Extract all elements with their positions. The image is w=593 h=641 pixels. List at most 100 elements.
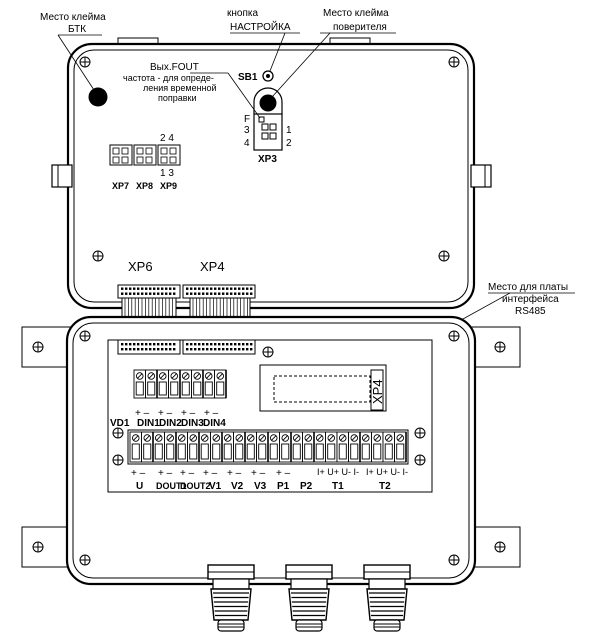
vd1-label: VD1 xyxy=(110,418,130,429)
lid-inner-border xyxy=(73,49,469,303)
rail-cell-19 xyxy=(336,431,349,463)
ear-screw-top-right xyxy=(494,341,506,353)
rail-cell-10 xyxy=(233,431,246,463)
rail-cell-12 xyxy=(256,431,269,463)
din-cell-4 xyxy=(168,369,181,399)
t2-polarity: I+ U+ U- I- xyxy=(366,467,408,477)
din-cell-b-4 xyxy=(214,369,227,399)
rail-cell-8 xyxy=(210,431,223,463)
rail-cell-18 xyxy=(325,431,338,463)
rail-cell-4 xyxy=(164,431,177,463)
cable-gland-3 xyxy=(363,564,411,632)
xp6-label: XP6 xyxy=(128,259,153,274)
lid-screw-top-left xyxy=(79,56,91,68)
lid-header-pins xyxy=(121,287,253,295)
xp6-base-header xyxy=(117,339,181,355)
rs485-board-outline xyxy=(259,364,387,412)
dout1-label: DOUT1 xyxy=(156,481,187,491)
verifier-seal-callout-line1: Место клейма xyxy=(323,8,389,19)
base-inner-border xyxy=(72,322,470,579)
btk-seal-mark xyxy=(88,87,108,107)
rs485-callout-line2: интерфейса xyxy=(502,293,559,305)
t1-label: T1 xyxy=(332,481,344,492)
rail-cell-11 xyxy=(244,431,257,463)
rail-cell-1 xyxy=(129,431,142,463)
rail-cell-22 xyxy=(371,431,384,463)
base-screw-bottom-right xyxy=(448,554,460,566)
v2-label: V2 xyxy=(231,481,244,492)
pcb-screw-center-top xyxy=(262,346,274,358)
rail-cell-17 xyxy=(313,431,326,463)
cable-gland-2 xyxy=(285,564,333,632)
din1-label: DIN1 xyxy=(137,418,160,429)
pcb-screw-left-upper xyxy=(112,427,124,439)
jumper-bottom-numbers: 1 3 xyxy=(160,168,174,179)
rail-cell-14 xyxy=(279,431,292,463)
din-cell-b-2 xyxy=(191,369,204,399)
din-terminals xyxy=(133,369,227,399)
rs485-callout-line3: RS485 xyxy=(515,306,546,317)
p1-p2-polarity: + – xyxy=(276,468,291,479)
rail-cell-6 xyxy=(187,431,200,463)
base: + – + – + – + – DIN1 DIN2 DIN3 DIN4 VD1 … xyxy=(21,315,521,586)
pcb-screw-right-upper xyxy=(414,427,426,439)
din-cell-1 xyxy=(133,369,146,399)
rail-cell-7 xyxy=(198,431,211,463)
xp4-base-header xyxy=(182,339,256,355)
xp8-label: XP8 xyxy=(136,181,153,191)
t2-label: T2 xyxy=(379,481,391,492)
rs485-callout-line1: Место для платы xyxy=(488,282,568,293)
v3-polarity: + – xyxy=(251,468,266,479)
ear-screw-bottom-right xyxy=(494,541,506,553)
ear-screws xyxy=(32,341,506,553)
fout-callout-line2: ления временной xyxy=(143,83,217,93)
base-screw-top-right xyxy=(448,330,460,342)
v1-label: V1 xyxy=(209,481,222,492)
lid-screw-bottom-left xyxy=(92,250,104,262)
din2-polarity: + – xyxy=(158,408,173,419)
mount-ear-bottom-left xyxy=(21,526,73,568)
btk-seal-callout-line2: БТК xyxy=(68,24,86,35)
xp3-pin-2: 2 xyxy=(286,138,292,149)
rail-cell-16 xyxy=(302,431,315,463)
base-screw-bottom-left xyxy=(79,554,91,566)
v2-polarity: + – xyxy=(227,468,242,479)
lid-hinge-left xyxy=(51,164,73,188)
xp9-label: XP9 xyxy=(160,181,177,191)
jumper-block xyxy=(109,144,181,166)
jumper-top-numbers: 2 4 xyxy=(160,133,174,144)
setup-button-callout-line1: кнопка xyxy=(227,8,258,19)
mount-ear-top-left xyxy=(21,326,73,368)
din-cell-b-1 xyxy=(179,369,192,399)
rail-cell-15 xyxy=(290,431,303,463)
lid-screw-top-right xyxy=(448,56,460,68)
rs485-board-inner xyxy=(273,375,371,403)
pcb-screw-left-lower xyxy=(112,454,124,466)
din-cell-2 xyxy=(145,369,158,399)
fout-callout-line1: частота - для опреде- xyxy=(123,73,214,83)
xp3-pin-f: F xyxy=(244,114,250,125)
lid: SB1 F 3 4 1 2 XP3 2 4 xyxy=(51,37,492,310)
din-cell-b-3 xyxy=(202,369,215,399)
u-label: U xyxy=(136,481,143,492)
rail-cell-9 xyxy=(221,431,234,463)
din-cell-3 xyxy=(156,369,169,399)
rail-cell-20 xyxy=(348,431,361,463)
verifier-seal-callout-line2: поверителя xyxy=(333,22,387,33)
verifier-seal-mark xyxy=(259,94,277,112)
xp3-pin-1: 1 xyxy=(286,125,292,136)
dout2-polarity: + – xyxy=(180,468,195,479)
cable-gland-1 xyxy=(207,564,255,632)
fout-callout-line3: поправки xyxy=(158,93,197,103)
btk-seal-callout-line1: Место клейма xyxy=(40,12,106,23)
din4-polarity: + – xyxy=(204,408,219,419)
rail-terminals xyxy=(127,429,409,465)
rail-cell-21 xyxy=(359,431,372,463)
din2-label: DIN2 xyxy=(159,418,182,429)
din3-label: DIN3 xyxy=(181,418,204,429)
rail-cell-5 xyxy=(175,431,188,463)
dout1-polarity: + – xyxy=(158,468,173,479)
xp4-socket xyxy=(370,369,384,411)
pcb-screw-right-lower xyxy=(414,454,426,466)
